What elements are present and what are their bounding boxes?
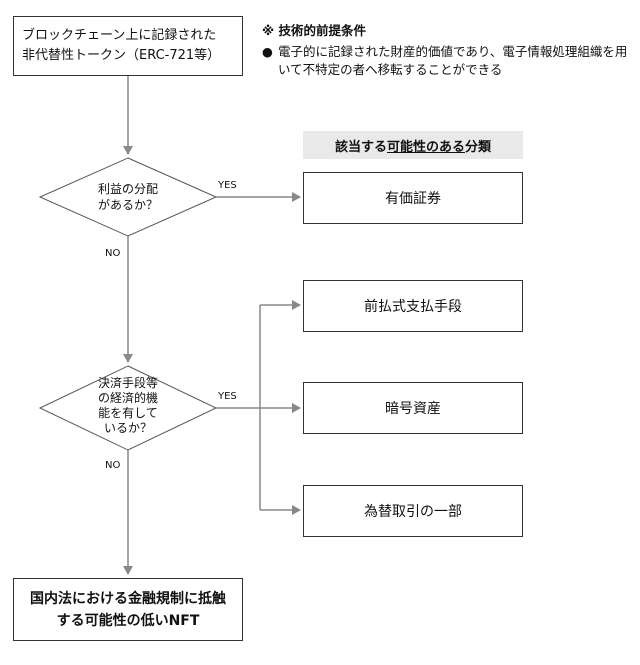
technical-premise-note: ※ 技術的前提条件 ● 電子的に記録された財産的価値であり、電子情報処理組織を用…	[262, 22, 632, 79]
note-body-text: 電子的に記録された財産的価値であり、電子情報処理組織を用いて不特定の者へ移転する…	[278, 44, 628, 77]
note-title: ※ 技術的前提条件	[262, 23, 367, 38]
category-exchange: 為替取引の一部	[303, 485, 523, 537]
final-node: 国内法における金融規制に抵触 する可能性の低いNFT	[13, 578, 243, 641]
decision2-line3: 能を有して	[98, 406, 158, 420]
no-label-2: NO	[105, 460, 121, 471]
header-part1: 該当する	[334, 139, 387, 155]
category-securities: 有価証券	[303, 172, 523, 224]
category-exchange-label: 為替取引の一部	[364, 504, 462, 520]
category-crypto: 暗号資産	[303, 382, 523, 434]
bullet-icon: ●	[262, 44, 273, 59]
category-securities-label: 有価証券	[385, 191, 441, 207]
category-header: 該当する可能性のある分類	[303, 131, 523, 159]
start-node: ブロックチェーン上に記録された 非代替性トークン（ERC-721等）	[13, 16, 243, 76]
decision2-line4: いるか？	[103, 421, 152, 435]
yes-label-1: YES	[218, 180, 237, 191]
category-prepaid-label: 前払式支払手段	[364, 299, 462, 315]
start-node-line1: ブロックチェーン上に記録された	[22, 28, 217, 43]
decision1-line1: 利益の分配	[97, 182, 158, 196]
start-node-line2: 非代替性トークン（ERC-721等）	[22, 48, 221, 63]
final-node-line1: 国内法における金融規制に抵触	[30, 590, 226, 607]
final-node-line2: する可能性の低いNFT	[56, 612, 200, 629]
decision2-line1: 決済手段等	[97, 376, 158, 390]
yes-label-2: YES	[218, 391, 237, 402]
header-part2: 可能性のある	[386, 139, 465, 155]
decision1-line2: があるか？	[97, 198, 158, 212]
decision2-text: 決済手段等 の経済的機 能を有して いるか？	[88, 376, 168, 436]
decision1-text: 利益の分配 があるか？	[78, 181, 178, 213]
category-crypto-label: 暗号資産	[385, 401, 441, 417]
decision2-line2: の経済的機	[97, 391, 158, 405]
no-label-1: NO	[105, 248, 121, 259]
header-part3: 分類	[465, 139, 492, 155]
category-prepaid: 前払式支払手段	[303, 280, 523, 332]
